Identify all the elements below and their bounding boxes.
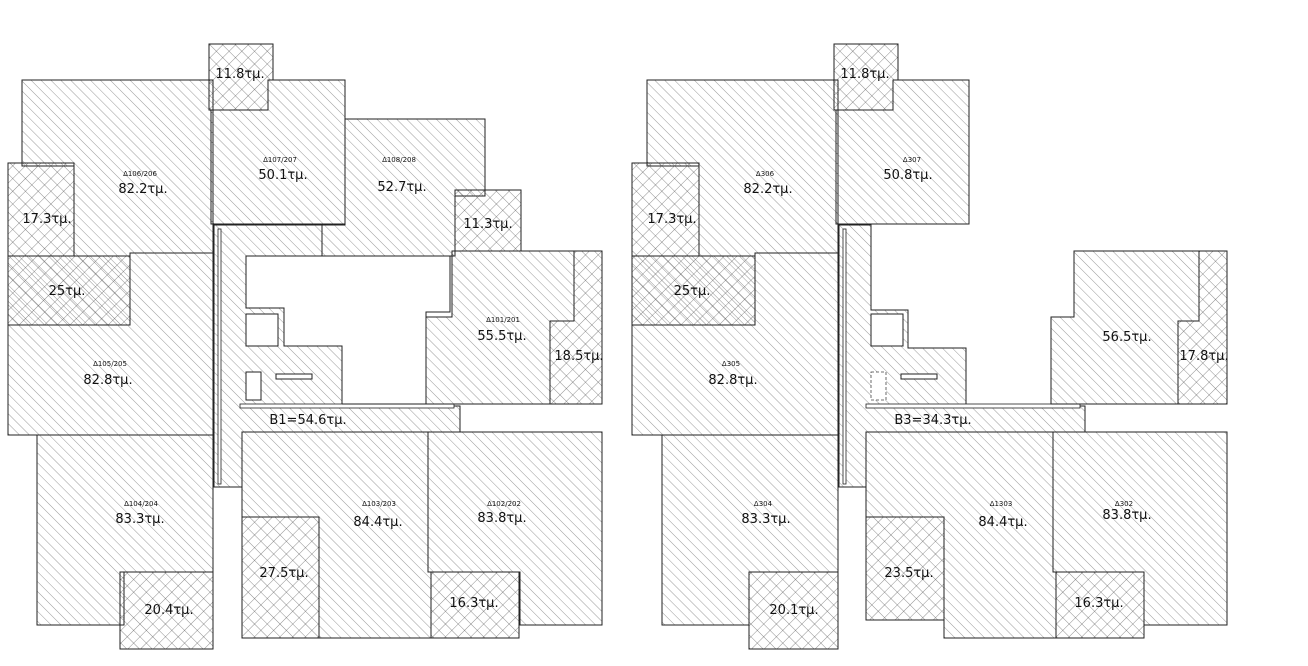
unit-area: 82.2τμ. [743,182,792,197]
unit-code: Δ101/201 [486,316,520,324]
balcony-area: 11.8τμ. [215,67,264,82]
balcony-top [208,43,274,111]
unit-code: Δ307 [903,156,921,164]
balcony-area: 20.1τμ. [769,603,818,618]
unit-area: 84.4τμ. [353,515,402,530]
unit-code: Δ302 [1115,500,1133,508]
balcony-bottom-c [1055,571,1145,639]
unit-area: 56.5τμ. [1102,330,1151,345]
unit-area: 83.8τμ. [1102,508,1151,523]
common-area-label: B1=54.6τμ. [269,413,346,428]
unit-area: 50.1τμ. [258,168,307,183]
balcony-right-mid [1177,250,1228,405]
unit-area: 83.3τμ. [115,512,164,527]
unit-area: 82.8τμ. [708,373,757,388]
unit-area: 52.7τμ. [377,180,426,195]
balcony-area: 25τμ. [674,284,711,299]
balcony-bottom-b [241,516,320,639]
balcony-area: 11.3τμ. [463,217,512,232]
balcony-area: 17.3τμ. [647,212,696,227]
unit-area: 83.8τμ. [477,511,526,526]
balcony-right-upper [454,189,522,252]
unit-code: Δ104/204 [124,500,158,508]
balcony-area: 25τμ. [49,284,86,299]
balcony-bottom-b [865,516,945,621]
balcony-area: 16.3τμ. [1074,596,1123,611]
unit-code: Δ108/208 [382,156,416,164]
unit-d301 [1050,250,1200,405]
unit-area: 84.4τμ. [978,515,1027,530]
balcony-top [833,43,899,111]
unit-area: 55.5τμ. [477,329,526,344]
balcony-area: 11.8τμ. [840,67,889,82]
balcony-left-upper [631,162,700,257]
unit-area: 82.8τμ. [83,373,132,388]
balcony-area: 20.4τμ. [144,603,193,618]
balcony-right-mid [549,250,603,405]
balcony-left-mid [7,255,131,326]
unit-d102 [427,431,603,626]
balcony-area: 16.3τμ. [449,596,498,611]
balcony-area: 18.5τμ. [554,349,603,364]
corridor [213,224,461,488]
unit-code: Δ107/207 [263,156,297,164]
balcony-left-upper [7,162,75,257]
balcony-area: 17.3τμ. [22,212,71,227]
unit-area: 50.8τμ. [883,168,932,183]
balcony-area: 17.8τμ. [1179,349,1228,364]
unit-code: Δ103/203 [362,500,396,508]
plan-2: Δ306 82.2τμ. Δ307 50.8τμ. 56.5τμ. Δ305 8… [631,43,1229,650]
balcony-area: 23.5τμ. [884,566,933,581]
balcony-area: 27.5τμ. [259,566,308,581]
unit-code: Δ306 [756,170,775,178]
unit-code: Δ304 [754,500,773,508]
unit-code: Δ105/205 [93,360,127,368]
plan-1: Δ106/206 82.2τμ. Δ107/207 50.1τμ. Δ108/2… [7,43,604,650]
unit-area: 82.2τμ. [118,182,167,197]
balcony-left-mid [631,255,756,326]
balcony-bottom-c [430,571,520,639]
unit-code: Δ106/206 [123,170,157,178]
unit-area: 83.3τμ. [741,512,790,527]
unit-code: Δ102/202 [487,500,521,508]
unit-code: Δ1303 [990,500,1013,508]
common-area-label: B3=34.3τμ. [894,413,971,428]
balcony-bottom-a [119,571,214,650]
balcony-bottom-a [748,571,839,650]
unit-code: Δ305 [722,360,740,368]
